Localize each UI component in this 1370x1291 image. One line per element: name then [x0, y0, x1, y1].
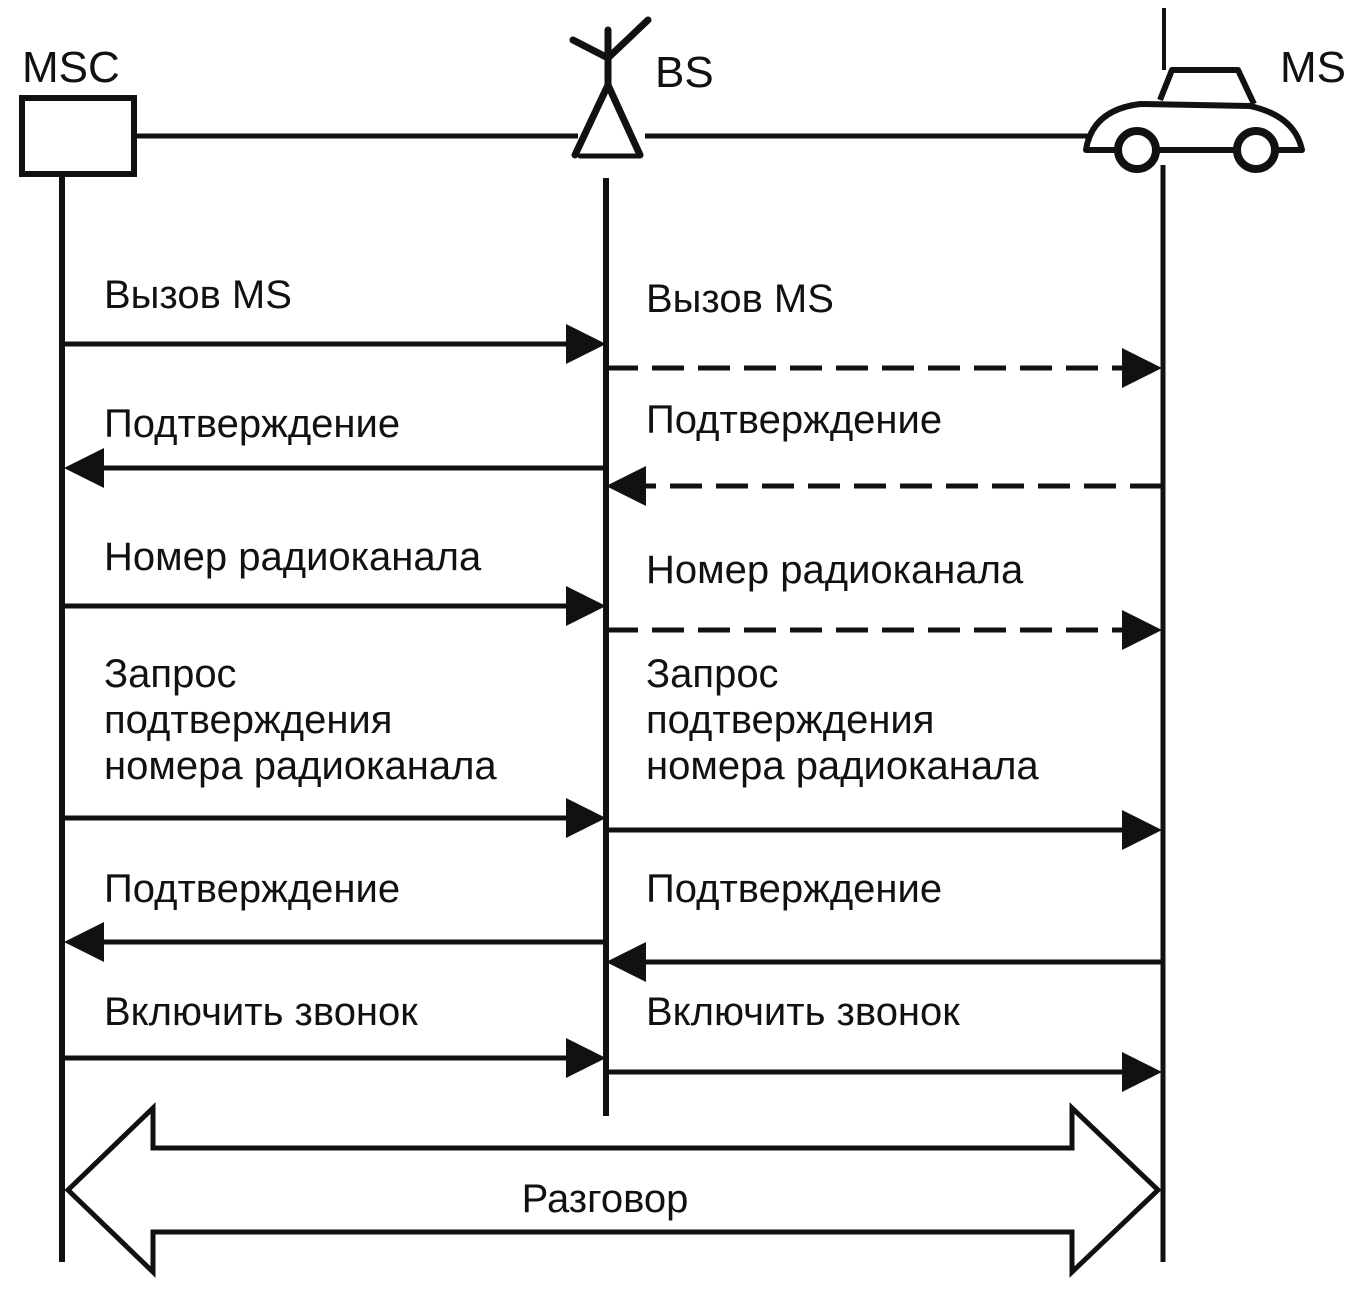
arrowhead-icon [1122, 348, 1162, 388]
message-label: Номер радиоканала [104, 535, 482, 579]
message-label: Подтверждение [646, 398, 942, 442]
message-label: номера радиоканала [104, 744, 497, 788]
message-bs-to-msc: Подтверждение [64, 867, 606, 962]
message-msc-to-bs: Включить звонок [64, 990, 606, 1078]
entity-label-ms: MS [1280, 43, 1346, 92]
arrowhead-icon [566, 324, 606, 364]
message-label: Подтверждение [646, 867, 942, 911]
message-bs-to-ms: Номер радиоканала [606, 548, 1162, 650]
message-bs-to-msc: Подтверждение [64, 402, 606, 488]
conversation-double-arrow-shape [64, 1102, 1162, 1278]
message-label: Подтверждение [104, 867, 400, 911]
arrowhead-icon [64, 448, 104, 488]
message-label: Включить звонок [646, 990, 960, 1034]
message-ms-to-bs: Подтверждение [606, 398, 1162, 506]
arrowhead-icon [1122, 610, 1162, 650]
message-label: Включить звонок [104, 990, 418, 1034]
message-bs-to-ms: Вызов MS [606, 277, 1162, 388]
message-ms-to-bs: Подтверждение [606, 867, 1162, 982]
message-bs-to-ms: Включить звонок [606, 990, 1162, 1092]
conversation-arrow: Разговор [64, 1102, 1162, 1278]
message-label: Запрос [646, 652, 779, 696]
conversation-label: Разговор [522, 1177, 689, 1221]
message-label: Запрос [104, 652, 237, 696]
message-label: подтверждения [104, 698, 392, 742]
arrowhead-icon [606, 942, 646, 982]
arrowhead-icon [566, 1038, 606, 1078]
message-msc-to-bs: Номер радиоканала [64, 535, 606, 626]
switching-center-box-icon [19, 95, 137, 177]
message-label: подтверждения [646, 698, 934, 742]
message-label: Вызов MS [104, 273, 292, 317]
arrowhead-icon [606, 466, 646, 506]
arrowhead-icon [1122, 810, 1162, 850]
arrowhead-icon [566, 586, 606, 626]
message-label: Вызов MS [646, 277, 834, 321]
antenna-tower-icon [569, 16, 652, 159]
arrowhead-icon [566, 798, 606, 838]
message-msc-to-bs: Вызов MS [64, 273, 606, 364]
arrowhead-icon [64, 922, 104, 962]
car-icon [1083, 8, 1305, 173]
arrowhead-icon [1122, 1052, 1162, 1092]
message-label: номера радиоканала [646, 744, 1039, 788]
message-label: Подтверждение [104, 402, 400, 446]
entity-label-bs: BS [655, 48, 714, 97]
message-label: Номер радиоканала [646, 548, 1024, 592]
entity-label-msc: MSC [22, 43, 120, 92]
